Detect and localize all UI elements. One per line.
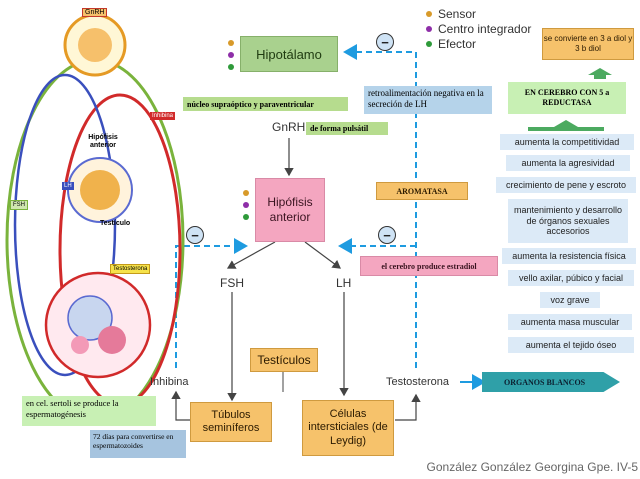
dias-note: 72 días para convertirse en espermatozoi…	[90, 430, 186, 458]
testiculos-box: Testículos	[250, 348, 318, 372]
up-arrow-1-icon	[588, 68, 612, 75]
illus-hipofisis-label: Hipófisis anterior	[88, 134, 118, 149]
leydig-box: Células intersticiales (de Leydig)	[302, 400, 394, 456]
effect-item: voz grave	[540, 292, 600, 308]
hipotalamo-integrador-dot-icon	[228, 52, 234, 58]
hipofisis-sensor-dot-icon	[243, 190, 249, 196]
outer-loop-blue	[13, 73, 117, 377]
up-arrow-2-icon	[554, 120, 578, 127]
effect-item: aumenta la competitividad	[500, 134, 634, 150]
effect-item: vello axilar, púbico y facial	[508, 270, 634, 286]
testosterona-label: Testosterona	[386, 376, 449, 388]
illus-lh-tag: LH	[62, 182, 74, 190]
legend-item-efector: Efector	[426, 36, 546, 51]
illus-gnrh-tag: GnRH	[82, 8, 108, 17]
minus-sign-hipofisis-right-icon: −	[378, 226, 396, 244]
arrow-hipofisis-to-fsh	[226, 241, 276, 269]
fsh-label: FSH	[220, 276, 244, 290]
arrow-leydig-to-testosterona	[395, 393, 421, 421]
hipofisis-integrador-dot-icon	[243, 202, 249, 208]
inhibina-label: Inhibina	[150, 376, 189, 388]
diol-note: se convierte en 3 a diol y 3 b diol	[542, 28, 634, 60]
hipotalamo-sensor-dot-icon	[228, 40, 234, 46]
retroalimentacion-note: retroalimentación negativa en la secreci…	[364, 86, 492, 114]
estradiol-note: el cerebro produce estradiol	[360, 256, 498, 276]
tubulos-box: Túbulos seminíferos	[190, 402, 272, 442]
nucleo-note: núcleo supraóptico y paraventricular	[183, 97, 348, 111]
arrow-tubulos-to-inhibina	[171, 390, 190, 421]
hipofisis-efector-dot-icon	[243, 214, 249, 220]
effect-item: aumenta el tejido óseo	[508, 337, 634, 353]
effect-item: crecimiento de pene y escroto	[496, 177, 636, 193]
hipotalamo-efector-dot-icon	[228, 64, 234, 70]
legend-item-centro: Centro integrador	[426, 21, 546, 36]
illus-inhibina-tag: Inhibina	[150, 112, 176, 120]
reductasa-note: EN CEREBRO CON 5 a REDUCTASA	[508, 82, 626, 114]
legend-efector-label: Efector	[438, 36, 477, 51]
illus-testiculo-label: Testículo	[100, 220, 131, 227]
sertoli-note: en cel. sertoli se produce la espermatog…	[22, 396, 156, 426]
organos-blancos-arrow: ORGANOS BLANCOS	[482, 372, 620, 392]
lh-label: LH	[336, 276, 352, 290]
forma-pulsatil-note: de forma pulsátil	[306, 122, 388, 135]
arrow-hipofisis-to-lh	[304, 241, 341, 269]
hipofisis-box: Hipófisis anterior	[255, 178, 325, 242]
up-arrow-1-bar	[594, 75, 606, 79]
efector-dot-icon	[426, 40, 432, 47]
legend-item-sensor: Sensor	[426, 6, 546, 21]
legend: Sensor Centro integrador Efector	[426, 6, 546, 51]
effect-item: aumenta la resistencia física	[502, 248, 636, 264]
dashed-feedback-inhibina-hipofisis	[175, 238, 248, 368]
hipotalamo-box: Hipotálamo	[240, 36, 338, 72]
up-arrow-2-bar	[528, 127, 604, 131]
minus-sign-hipofisis-left-icon: −	[186, 226, 204, 244]
illustration-diagram	[5, 13, 185, 422]
sensor-dot-icon	[426, 10, 432, 17]
minus-sign-hipotalamo-icon: −	[376, 33, 394, 51]
effect-item: mantenimiento y desarrollo de órganos se…	[508, 199, 628, 243]
legend-centro-label: Centro integrador	[438, 21, 532, 36]
aromatasa-note: AROMATASA	[376, 182, 468, 200]
gnrh-label: GnRH	[272, 120, 306, 134]
illus-fsh-tag: FSH	[10, 200, 28, 210]
effect-item: aumenta masa muscular	[508, 314, 632, 330]
legend-sensor-label: Sensor	[438, 6, 477, 21]
effect-item: aumenta la agresividad	[506, 155, 630, 171]
integrador-dot-icon	[426, 25, 432, 32]
illus-testosterona-tag: Testosterona	[110, 264, 151, 274]
author-credit: González González Georgina Gpe. IV-5	[426, 460, 638, 474]
illus-gnrh-label: GnRH	[85, 9, 105, 16]
